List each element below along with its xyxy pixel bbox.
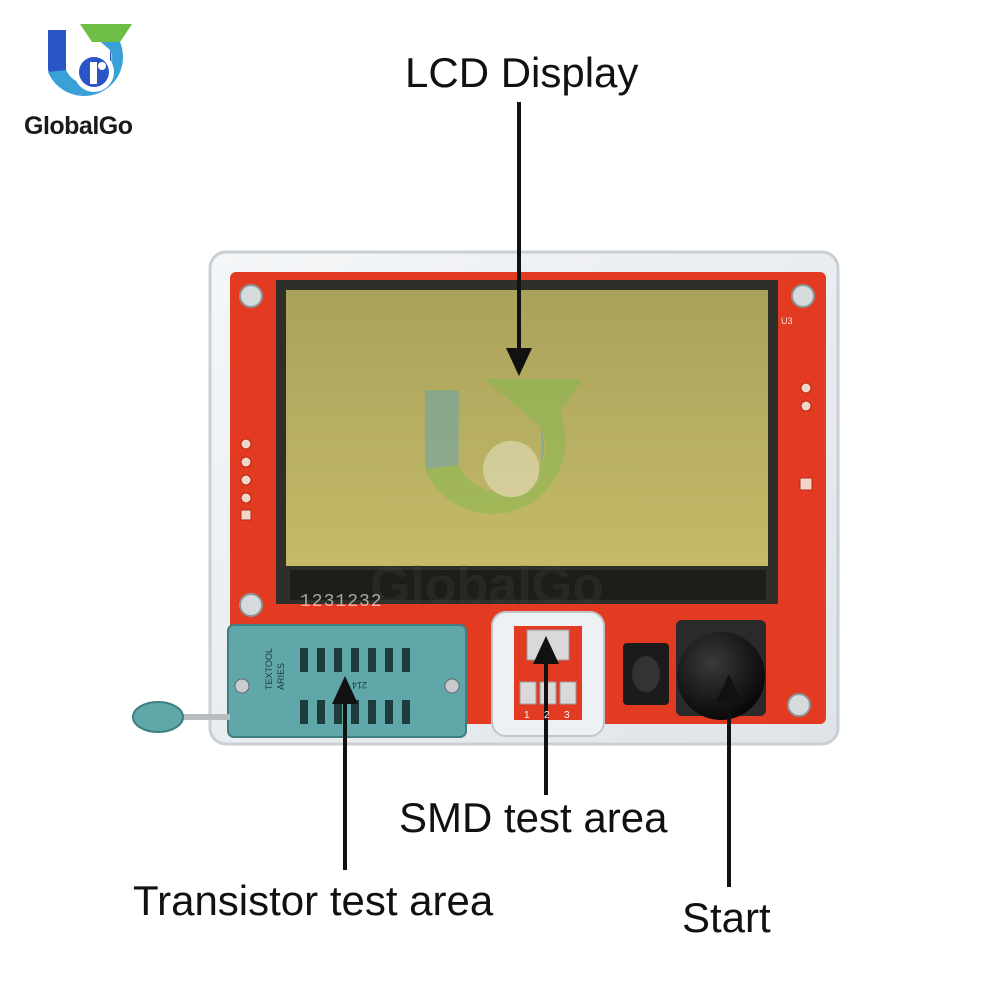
callout-transistor-test-area: Transistor test area — [133, 877, 494, 924]
smd-pin-3: 3 — [564, 710, 570, 721]
globalgo-logo-icon — [48, 24, 132, 96]
callout-smd-test-area: SMD test area — [399, 794, 668, 841]
zif-socket-slots — [300, 648, 410, 724]
rotary-knob-icon[interactable] — [677, 632, 765, 720]
silkscreen-label: 1231232 — [300, 592, 383, 612]
brand-watermark: GlobalGo — [370, 557, 604, 615]
lcd-screen — [286, 290, 768, 566]
screw-icon — [239, 284, 815, 717]
socket-text-2: ARIES — [276, 662, 286, 690]
arrow-icon — [332, 102, 742, 887]
zif-lever[interactable] — [178, 714, 230, 720]
socket-text-1: TEXTOOL — [264, 648, 274, 690]
zif-lever-knob[interactable] — [132, 701, 184, 733]
smd-pin-2: 2 — [544, 710, 550, 721]
smd-pin-1: 1 — [524, 710, 530, 721]
callout-start: Start — [682, 894, 771, 941]
socket-text-3: 214 — [352, 680, 368, 690]
callout-lcd-display: LCD Display — [405, 49, 639, 96]
pcb-pads-right — [799, 382, 813, 491]
brand-name: GlobalGo — [24, 112, 133, 140]
pcb-pads-left — [240, 438, 252, 521]
board-label: U3 — [781, 316, 793, 326]
watermark-logo-icon — [425, 379, 583, 514]
lcd-flex-strip — [290, 570, 766, 600]
